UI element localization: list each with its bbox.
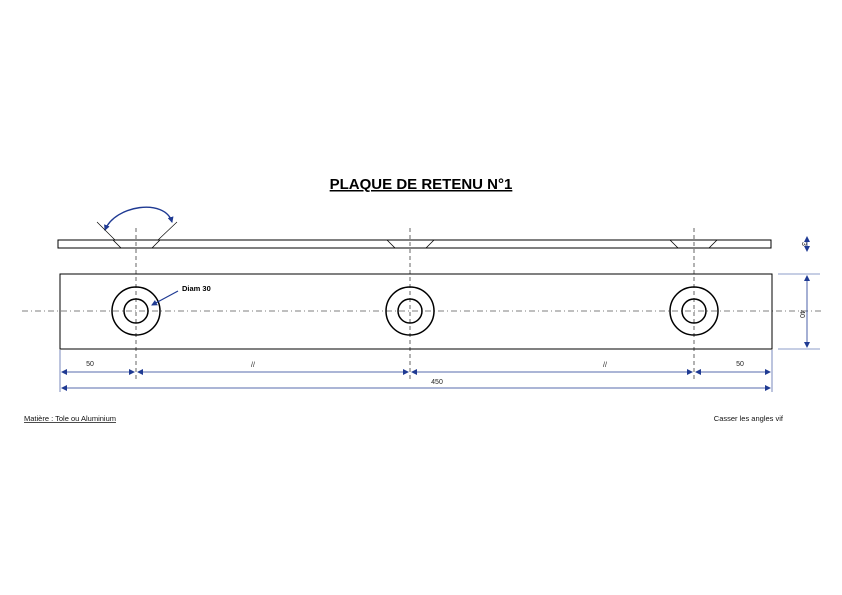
side-view-plate bbox=[57, 239, 772, 249]
edges-note: Casser les angles vif bbox=[714, 414, 784, 423]
plan-view-plate bbox=[59, 273, 773, 350]
hole-1 bbox=[111, 286, 161, 336]
hole-3 bbox=[669, 286, 719, 336]
dim-text-total: 450 bbox=[431, 379, 443, 386]
dim-text-spacing-left: // bbox=[251, 362, 255, 369]
dim-text-right-end: 50 bbox=[736, 361, 744, 368]
dim-text-spacing-right: // bbox=[603, 362, 607, 369]
side-view: 3 bbox=[57, 206, 810, 252]
hole-2 bbox=[385, 286, 435, 336]
material-note: Matière : Tole ou Aluminium bbox=[24, 414, 116, 423]
horizontal-dimensions: 50 // // 50 450 bbox=[59, 350, 773, 392]
dim-text-left-end: 50 bbox=[86, 361, 94, 368]
plan-view: Diam 30 40 bbox=[22, 228, 822, 380]
flip-guide-line-right bbox=[157, 221, 178, 241]
countersink-marks bbox=[112, 239, 718, 249]
diameter-callout-leader bbox=[151, 290, 179, 306]
flip-guide-line-left bbox=[96, 221, 116, 241]
diameter-callout-text: Diam 30 bbox=[182, 284, 211, 293]
thickness-dim-text: 3 bbox=[800, 242, 807, 246]
width-dim-text: 40 bbox=[798, 310, 805, 318]
drawing-title: PLAQUE DE RETENU N°1 bbox=[330, 176, 513, 193]
flip-arrow-icon bbox=[104, 206, 174, 231]
